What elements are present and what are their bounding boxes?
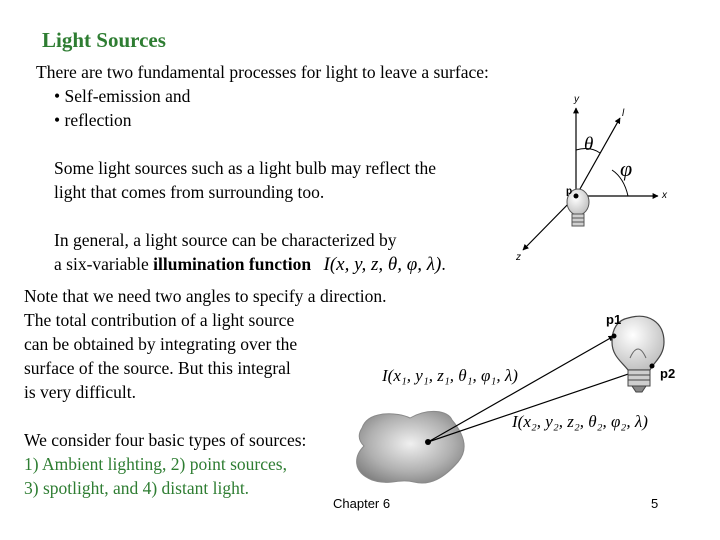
general-line-2: a six-variable illumination function I(x… (54, 252, 446, 277)
types-line-1: 1) Ambient lighting, 2) point sources, (24, 454, 287, 474)
illumination-formula: I(x, y, z, θ, φ, λ) (323, 254, 442, 275)
bullet-reflection: • reflection (54, 110, 132, 130)
page-number: 5 (651, 496, 659, 511)
p2-marker (649, 363, 655, 369)
ray-label: l (622, 108, 625, 119)
slide-title: Light Sources (42, 28, 166, 52)
phi-label: φ (620, 156, 633, 181)
x-axis-label: x (662, 190, 667, 201)
consider-line: We consider four basic types of sources: (24, 430, 307, 450)
note-line-3: can be obtained by integrating over the (24, 334, 298, 354)
reflect-line-2: light that comes from surrounding too. (54, 182, 325, 202)
point-p-marker (573, 193, 579, 199)
note-line-1: Note that we need two angles to specify … (24, 286, 387, 306)
illumination-function-term: illumination function (153, 254, 312, 274)
general-line-2-prefix: a six-variable (54, 254, 149, 274)
note-line-5: is very difficult. (24, 382, 136, 402)
formula-p2: I(x₂, y₂, z₂, θ₂, φ₂, λ) (512, 412, 648, 431)
z-axis-label: z (516, 252, 521, 263)
bullet-self-emission: • Self-emission and (54, 86, 191, 106)
note-line-4: surface of the source. But this integral (24, 358, 291, 378)
intro-text: There are two fundamental processes for … (36, 62, 489, 82)
p1-marker (611, 333, 617, 339)
note-line-2: The total contribution of a light source (24, 310, 295, 330)
surface-point-marker (425, 439, 431, 445)
reflect-line-1: Some light sources such as a light bulb … (54, 158, 436, 178)
general-period: . (441, 254, 446, 274)
general-line-1: In general, a light source can be charac… (54, 230, 397, 250)
y-axis-label: y (574, 94, 579, 105)
direction-ray (575, 117, 621, 197)
large-light-bulb-icon (611, 315, 665, 393)
types-line-2: 3) spotlight, and 4) distant light. (24, 478, 250, 498)
formula-p1: I(x₁, y₁, z₁, θ₁, φ₁, λ) (382, 366, 518, 385)
p2-label: p2 (660, 366, 676, 381)
footer-chapter: Chapter 6 (333, 496, 391, 511)
theta-label: θ (584, 134, 594, 155)
p1-label: p1 (606, 312, 622, 327)
point-p-label: p (566, 186, 573, 197)
z-axis-line (522, 195, 577, 251)
surface-patch (356, 411, 465, 484)
